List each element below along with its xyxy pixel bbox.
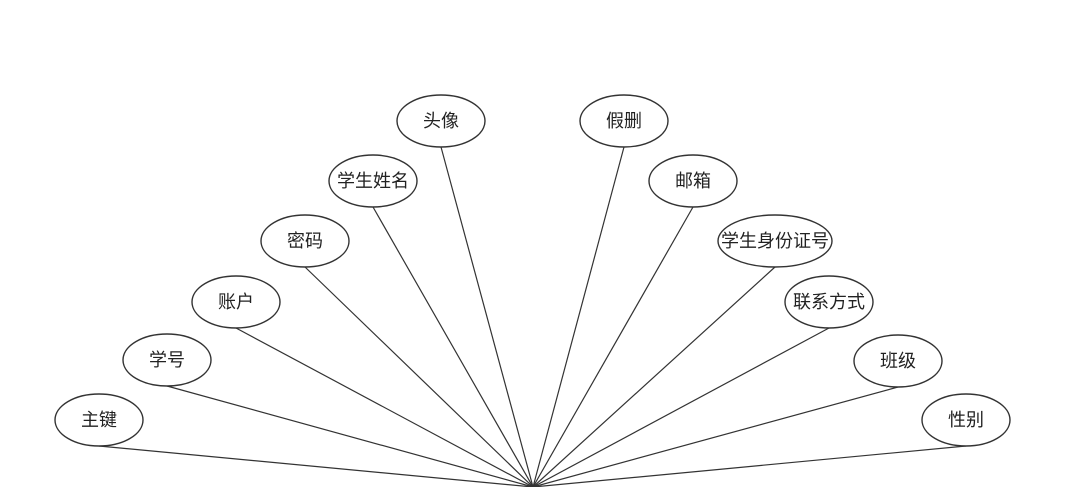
edge-primary-key [98,445,534,487]
attribute-ellipse [396,94,486,148]
attribute-label: 邮箱 [675,171,711,192]
edge-fake-delete [532,146,625,487]
attribute-ellipse [717,214,833,268]
attribute-ellipse [648,154,738,208]
attribute-avatar: 头像 [396,94,486,148]
attribute-gender: 性别 [921,393,1011,447]
attribute-ellipse [191,275,281,329]
attribute-ellipse [784,275,874,329]
attribute-label: 头像 [423,111,459,132]
attribute-label: 班级 [880,351,916,372]
attribute-label: 主键 [81,410,117,431]
attribute-password: 密码 [260,214,350,268]
attribute-student-number: 学号 [122,333,212,387]
edge-gender [532,445,967,487]
edge-student-id-card [532,266,776,487]
attribute-ellipse [579,94,669,148]
attribute-contact: 联系方式 [784,275,874,329]
attribute-ellipse [328,154,418,208]
attribute-label: 账户 [218,292,254,313]
attribute-class: 班级 [853,334,943,388]
edge-student-number [166,385,534,487]
attribute-fake-delete: 假删 [579,94,669,148]
edge-student-name [372,206,534,487]
attribute-student-name: 学生姓名 [328,154,418,208]
attribute-label: 学号 [149,350,185,371]
attribute-label: 学生姓名 [337,171,409,192]
attribute-label: 性别 [948,410,984,431]
edge-avatar [440,146,534,487]
edge-contact [532,327,830,487]
attribute-primary-key: 主键 [54,393,144,447]
edge-account [235,327,534,487]
edge-password [304,266,534,487]
attribute-ellipse [921,393,1011,447]
edge-class [532,386,899,487]
attribute-edges [98,146,967,487]
attribute-label: 密码 [287,231,323,252]
attribute-ellipse [260,214,350,268]
attribute-label: 学生身份证号 [721,231,829,252]
attribute-student-id-card: 学生身份证号 [717,214,833,268]
attribute-ellipse [122,333,212,387]
attribute-label: 联系方式 [793,292,865,313]
attribute-email: 邮箱 [648,154,738,208]
edge-email [532,206,694,487]
attribute-ellipse [853,334,943,388]
attribute-label: 假删 [606,111,642,132]
attribute-account: 账户 [191,275,281,329]
attribute-ellipse [54,393,144,447]
